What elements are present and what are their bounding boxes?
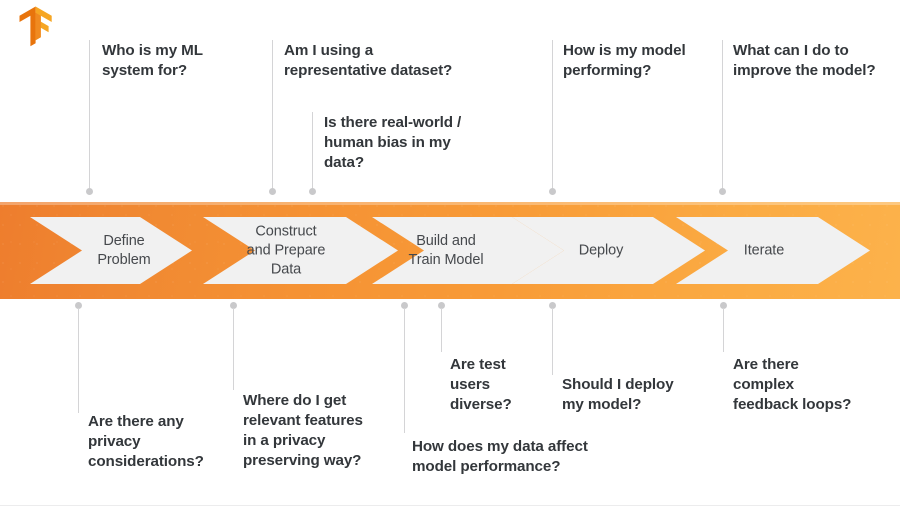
connector-dot-bottom-6 — [720, 302, 727, 309]
tensorflow-logo — [16, 6, 56, 48]
connector-line-top-5 — [722, 40, 723, 192]
step-label-build-and-train-model: Build and Train Model — [408, 233, 484, 268]
connector-line-bottom-5 — [552, 308, 553, 375]
step-label-define-problem: Define Problem — [97, 233, 151, 268]
step-label-construct-and-prepare-data: Construct and Prepare Data — [246, 223, 326, 278]
question-who-is-my-ml-system-for: Who is my ML system for? — [102, 42, 203, 79]
question-are-test-users-diverse: Are test users diverse? — [450, 356, 512, 413]
connector-dot-top-3 — [309, 188, 316, 195]
connector-line-top-3 — [312, 112, 313, 192]
chevron-step-2 — [203, 217, 398, 284]
question-should-i-deploy-my-model: Should I deploy my model? — [562, 376, 674, 413]
band-top-highlight — [0, 202, 900, 205]
connector-dot-bottom-5 — [549, 302, 556, 309]
chevron-step-1 — [30, 217, 192, 284]
question-what-can-i-do-to-improve-the-model: What can I do to improve the model? — [733, 42, 876, 79]
connector-line-top-2 — [272, 40, 273, 192]
connector-dot-top-2 — [269, 188, 276, 195]
question-how-does-my-data-affect-model-performance: How does my data affect model performanc… — [412, 438, 588, 475]
question-am-i-using-a-representative-dataset: Am I using a representative dataset? — [284, 42, 453, 79]
question-where-do-i-get-relevant-features: Where do I get relevant features in a pr… — [243, 392, 363, 469]
connector-line-top-1 — [89, 40, 90, 192]
connector-dot-top-5 — [719, 188, 726, 195]
connector-dot-top-4 — [549, 188, 556, 195]
step-label-deploy: Deploy — [578, 242, 624, 259]
ml-workflow-band: Define Problem Construct and Prepare Dat… — [0, 202, 900, 299]
chevron-step-4 — [512, 217, 705, 284]
connector-line-bottom-6 — [723, 308, 724, 352]
question-are-there-complex-feedback-loops: Are there complex feedback loops? — [733, 356, 852, 413]
question-are-there-any-privacy-considerations: Are there any privacy considerations? — [88, 413, 204, 470]
question-how-is-my-model-performing: How is my model performing? — [563, 42, 686, 79]
connector-dot-bottom-3 — [401, 302, 408, 309]
connector-dot-top-1 — [86, 188, 93, 195]
chevron-step-5 — [676, 217, 870, 284]
connector-line-bottom-3 — [404, 308, 405, 433]
connector-dot-bottom-2 — [230, 302, 237, 309]
connector-line-bottom-4 — [441, 308, 442, 352]
question-is-there-real-world-human-bias: Is there real-world / human bias in my d… — [324, 114, 462, 171]
connector-dot-bottom-4 — [438, 302, 445, 309]
chevron-step-3 — [372, 217, 564, 284]
connector-line-bottom-2 — [233, 308, 234, 390]
connector-line-bottom-1 — [78, 308, 79, 413]
connector-dot-bottom-1 — [75, 302, 82, 309]
connector-line-top-4 — [552, 40, 553, 192]
step-label-iterate: Iterate — [743, 242, 785, 259]
